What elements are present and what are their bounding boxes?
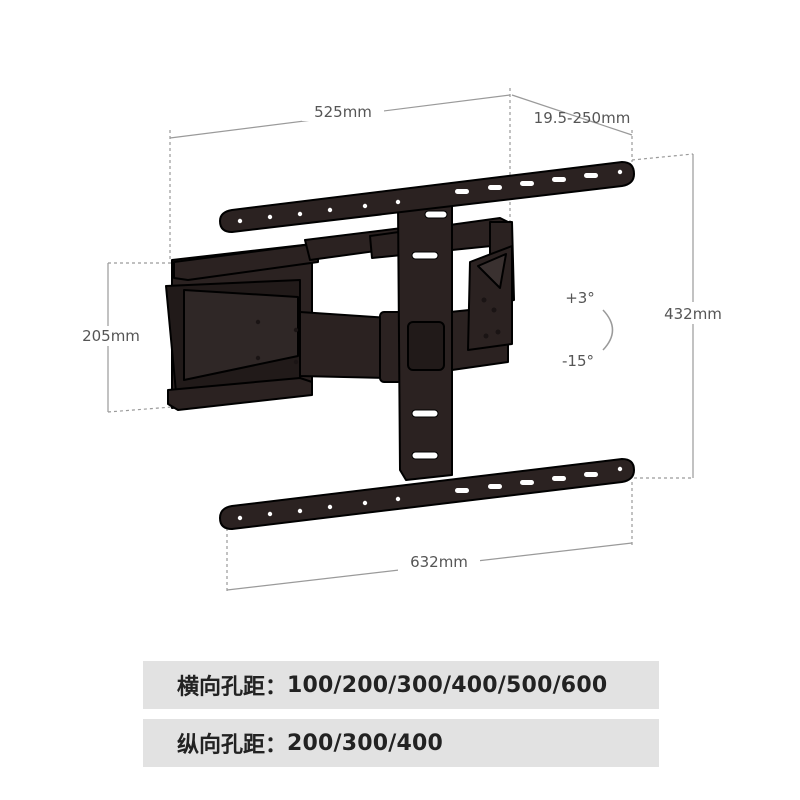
- dim-bottom-width: 632mm: [410, 553, 468, 571]
- lower-arm: [167, 311, 391, 411]
- horizontal-hole-spacing-bar: 横向孔距： 100/200/300/400/500/600: [143, 661, 659, 709]
- spec-value: 100/200/300/400/500/600: [287, 672, 608, 698]
- dim-arm-height: 205mm: [82, 327, 140, 345]
- tv-mount-bracket: [165, 161, 635, 530]
- spec-label: 横向孔距：: [177, 675, 288, 700]
- dim-depth-range: 19.5-250mm: [534, 109, 631, 127]
- spec-label: 纵向孔距：: [177, 733, 288, 758]
- dim-top-width: 525mm: [314, 103, 372, 121]
- bottom-rail: [219, 458, 635, 530]
- top-rail: [219, 161, 635, 233]
- dim-height: 432mm: [664, 305, 722, 323]
- pivot-assembly: [379, 245, 513, 383]
- tilt-up-label: +3°: [565, 289, 595, 307]
- vertical-plate: [397, 199, 453, 481]
- vertical-hole-spacing-bar: 纵向孔距： 200/300/400: [143, 719, 659, 767]
- tilt-down-label: -15°: [562, 352, 594, 370]
- tv-mount-diagram: 525mm 19.5-250mm 432mm 205mm 632mm +3° -…: [82, 88, 722, 592]
- spec-value: 200/300/400: [287, 730, 444, 756]
